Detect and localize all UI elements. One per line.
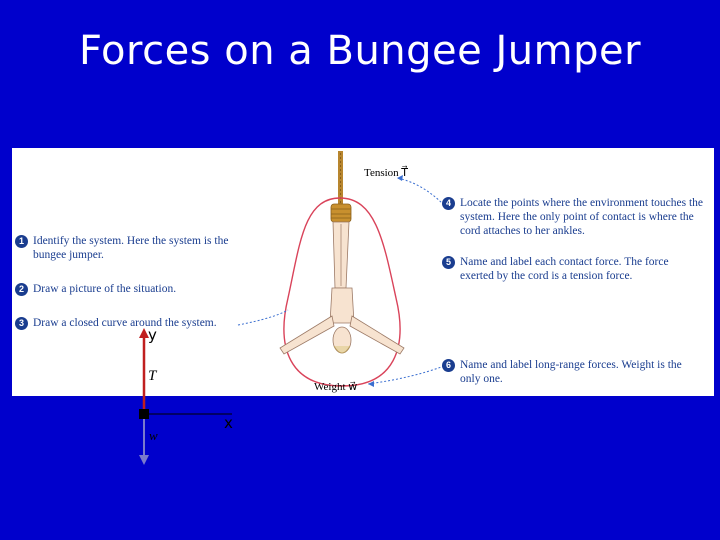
point-particle bbox=[139, 409, 149, 419]
weight-vector-label: w bbox=[149, 428, 158, 444]
y-axis-label: y bbox=[148, 326, 157, 344]
tension-vector-label: T bbox=[148, 368, 156, 385]
x-axis-label: x bbox=[224, 414, 233, 432]
